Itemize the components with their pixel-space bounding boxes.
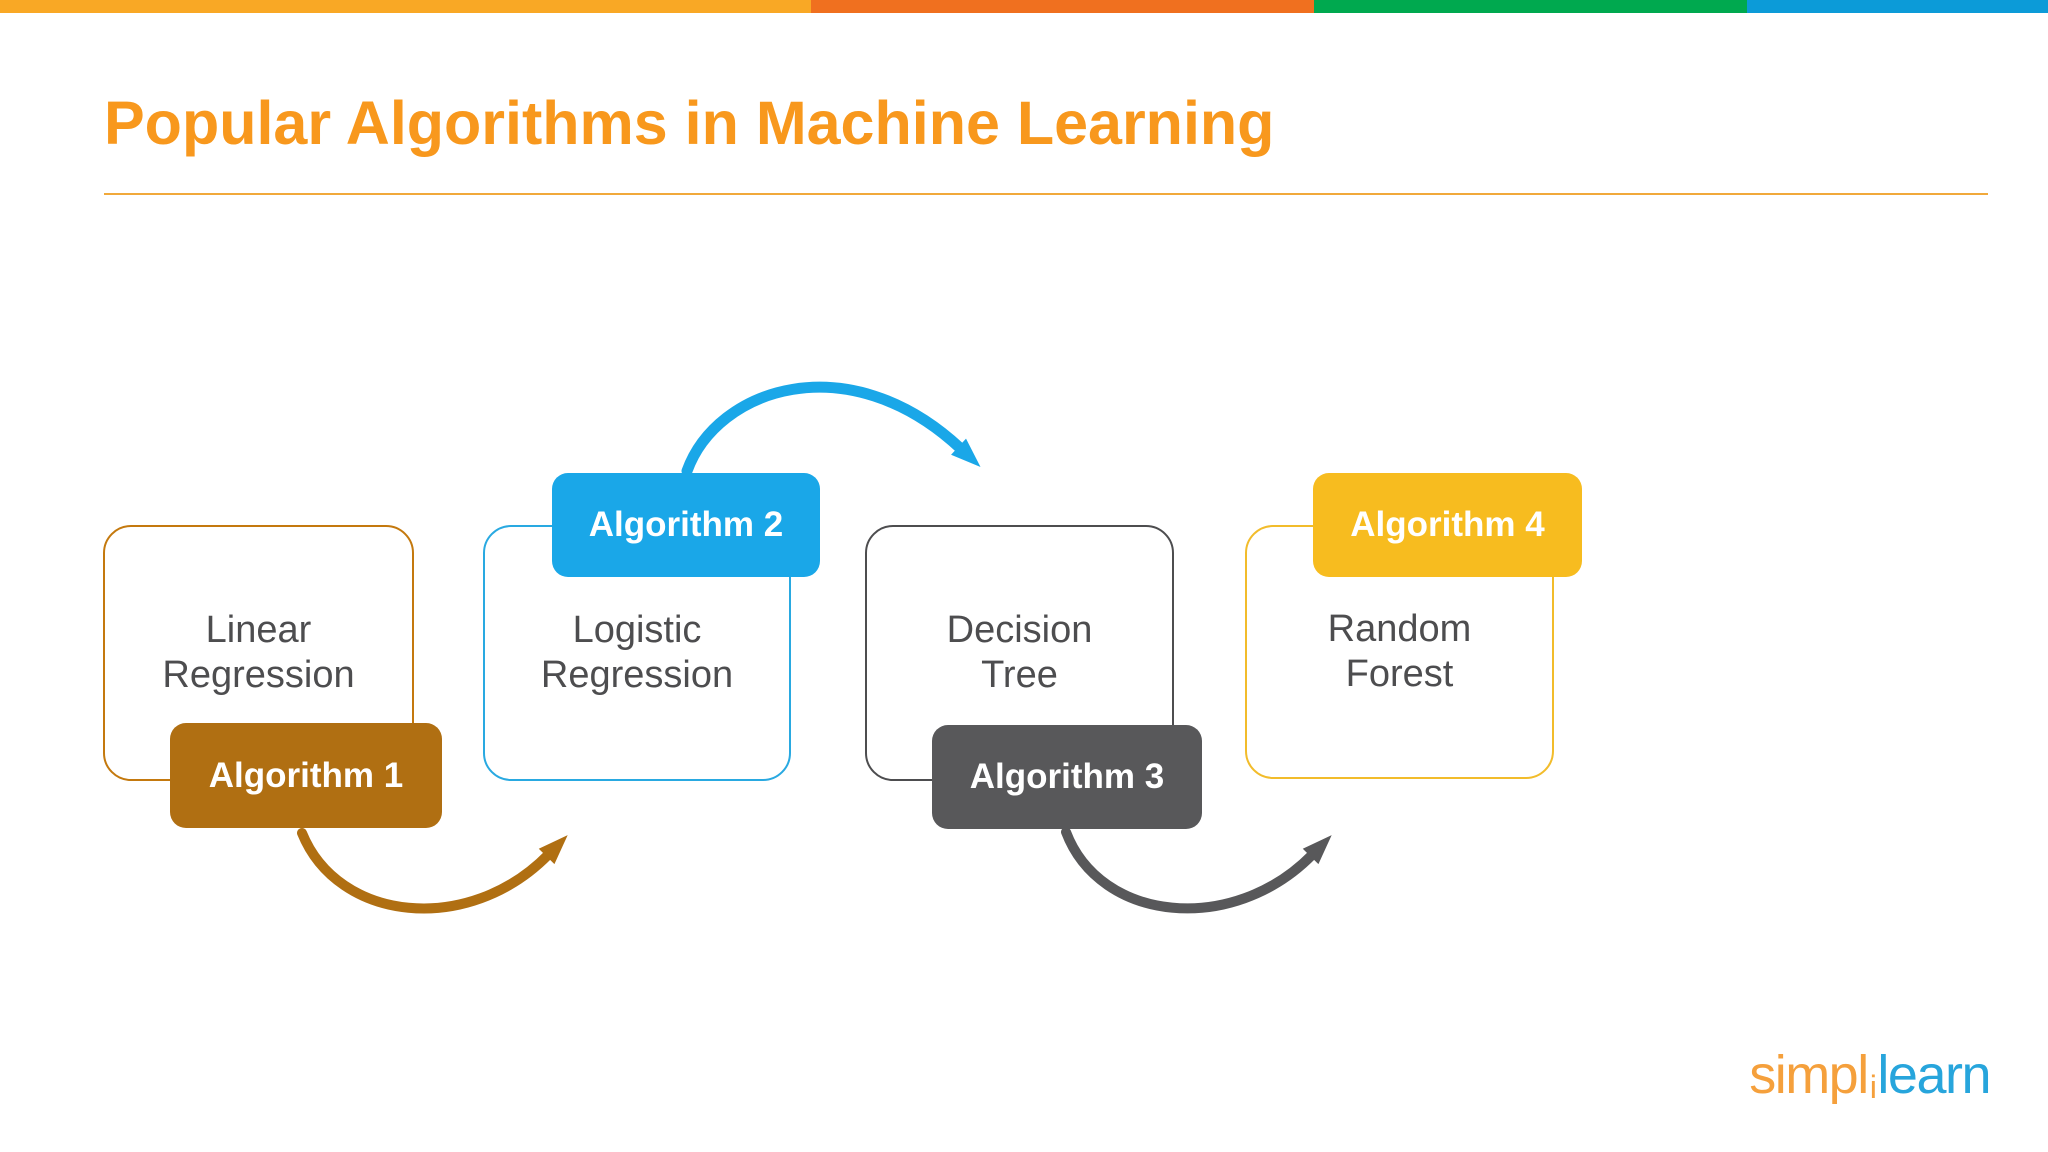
card-label-line2: Regression — [162, 654, 355, 696]
arrow-algorithm1-to-algorithm2 — [297, 828, 568, 914]
card-label-line2: Forest — [1345, 653, 1454, 695]
badge-algorithm-3: Algorithm 3 — [932, 725, 1202, 829]
title-underline-rule — [104, 193, 1988, 195]
card-label-line2: Tree — [981, 654, 1058, 696]
top-bar-blue-segment — [1747, 0, 2048, 13]
card-label-line1: Random — [1327, 608, 1472, 650]
top-bar-orange-segment — [811, 0, 1314, 13]
simplilearn-logo: simplilearn — [1749, 1044, 1991, 1106]
top-bar-green-segment — [1314, 0, 1747, 13]
top-accent-bar — [0, 0, 2048, 13]
slide-title: Popular Algorithms in Machine Learning — [104, 89, 1275, 157]
badge-algorithm-1: Algorithm 1 — [170, 723, 442, 828]
card-label-line1: Decision — [946, 609, 1093, 651]
badge-algorithm-2: Algorithm 2 — [552, 473, 820, 577]
card-label: Decision Tree — [947, 608, 1093, 698]
card-label: Logistic Regression — [541, 608, 733, 698]
card-label-line1: Logistic — [572, 609, 702, 651]
card-label: Linear Regression — [162, 608, 354, 698]
logo-simpl-text: simpl — [1749, 1045, 1869, 1105]
logo-small-i: i — [1869, 1068, 1877, 1105]
top-bar-amber-segment — [0, 0, 811, 13]
card-label: Random Forest — [1328, 607, 1472, 697]
card-label-line1: Linear — [205, 609, 312, 651]
arrow-algorithm2-to-algorithm3 — [681, 381, 981, 477]
badge-algorithm-4: Algorithm 4 — [1313, 473, 1582, 577]
card-label-line2: Regression — [540, 654, 734, 696]
arrow-algorithm3-to-algorithm4 — [1061, 827, 1332, 914]
logo-learn-text: learn — [1877, 1045, 1991, 1105]
